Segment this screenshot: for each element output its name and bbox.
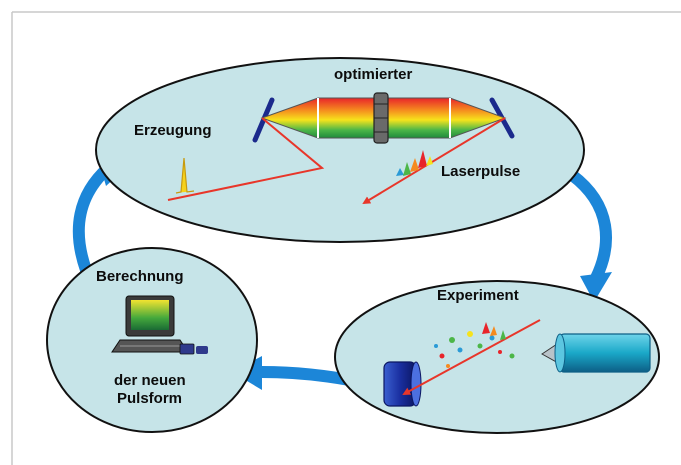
calculation-stage [46,247,258,433]
cycle-arrow-left [72,162,114,276]
label-optimized: optimierter [334,66,413,83]
generation-stage [95,57,585,243]
label-laser-pulses: Laserpulse [441,163,521,180]
label-generation: Erzeugung [134,122,212,139]
generation-ellipse [95,57,585,243]
experiment-beam [402,319,541,395]
experiment-stage [334,280,660,434]
shaped-pulse-icon [396,150,433,176]
input-pulse-icon [175,157,195,194]
label-pulse-shape: Pulsform [117,390,183,407]
cycle-arrow-right [566,169,612,284]
input-beam [167,117,325,201]
output-beam [362,117,506,205]
label-calculation: Berechnung [96,268,184,285]
label-new-pulse: der neuen [114,372,186,389]
label-experiment: Experiment [437,287,519,304]
molecular-source-icon [559,333,651,373]
computer-icon [111,295,208,355]
particles-icon [434,322,515,368]
cycle-arrowhead-right [580,272,612,302]
